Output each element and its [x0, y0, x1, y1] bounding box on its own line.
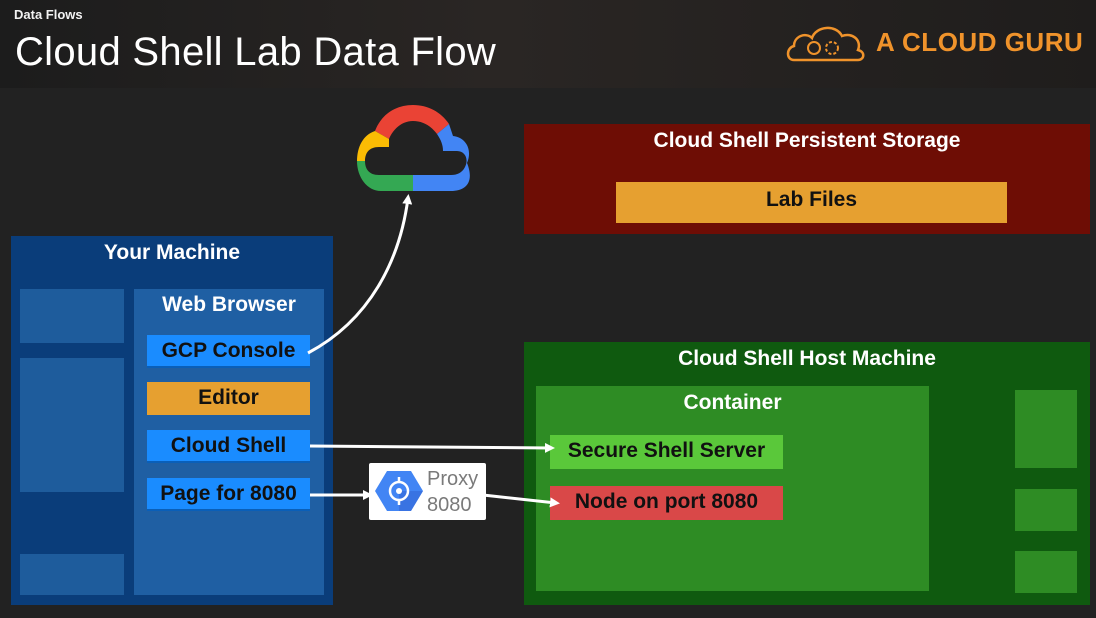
- brand-name: A CLOUD GURU: [876, 27, 1084, 57]
- brand-logo: A CLOUD GURU: [784, 18, 1084, 68]
- proxy-hexagon-icon: [375, 471, 423, 511]
- lab-files-box: Lab Files: [616, 182, 1007, 223]
- container-title: Container: [683, 391, 782, 414]
- persistent-storage-panel: Cloud Shell Persistent Storage Lab Files: [524, 124, 1090, 234]
- host-machine-title: Cloud Shell Host Machine: [678, 347, 936, 370]
- cloud-guru-logo-icon: [786, 26, 865, 62]
- machine-placeholder-block: [20, 289, 124, 343]
- header-bar: Data Flows Cloud Shell Lab Data Flow A C…: [0, 0, 1096, 88]
- cloud-shell-box: Cloud Shell: [147, 430, 310, 463]
- host-placeholder-block: [1015, 489, 1077, 531]
- page-8080-box: Page for 8080: [147, 478, 310, 511]
- proxy-label-line: Proxy: [427, 468, 479, 490]
- web-browser-title: Web Browser: [162, 293, 296, 316]
- node-8080-box: Node on port 8080: [550, 486, 783, 520]
- proxy-port-line: 8080: [427, 494, 472, 516]
- machine-placeholder-block: [20, 554, 124, 595]
- arrow-shell-to-ssh: [309, 442, 555, 453]
- arrow-proxy-to-node: [482, 493, 560, 508]
- editor-box: Editor: [147, 382, 310, 415]
- your-machine-title: Your Machine: [103, 241, 241, 264]
- page-title: Cloud Shell Lab Data Flow: [15, 30, 497, 74]
- section-label: Data Flows: [14, 7, 83, 22]
- host-placeholder-block: [1015, 551, 1077, 593]
- host-placeholder-block: [1015, 390, 1077, 468]
- gcp-console-box: GCP Console: [147, 335, 310, 368]
- arrow-console-to-gcp: [307, 194, 413, 355]
- secure-shell-server-box: Secure Shell Server: [550, 435, 783, 469]
- persistent-storage-title: Cloud Shell Persistent Storage: [653, 129, 961, 152]
- proxy-label: Proxy 8080: [427, 466, 478, 518]
- machine-placeholder-block: [20, 358, 124, 492]
- proxy-8080-card: Proxy 8080: [369, 463, 486, 520]
- host-machine-panel: Cloud Shell Host Machine Container: [524, 342, 1090, 605]
